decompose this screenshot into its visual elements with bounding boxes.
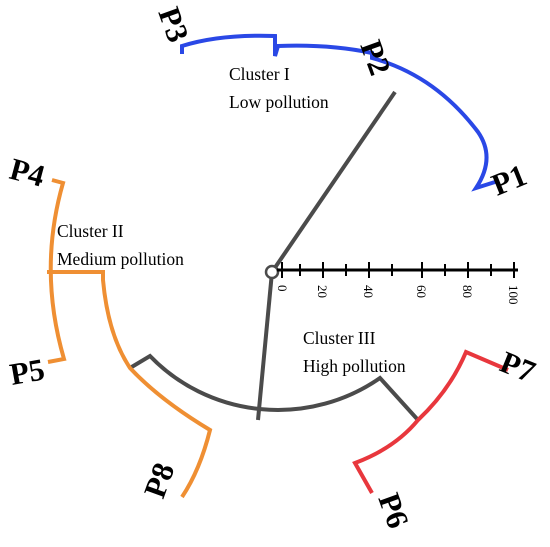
axis-tick-label: 40 — [361, 285, 376, 298]
leaf-label-p5: P5 — [7, 351, 47, 391]
leaf-label-p7: P7 — [495, 344, 540, 389]
root-node — [264, 264, 280, 280]
cluster-1-title: Cluster I — [229, 64, 290, 84]
cluster-2-title: Cluster II — [57, 221, 124, 241]
lower-node-arc — [128, 353, 420, 422]
cluster-1-branches — [180, 33, 496, 192]
leaf-label-p1: P1 — [487, 157, 532, 202]
axis-tick-label: 80 — [460, 285, 475, 298]
cluster-3-branches — [352, 349, 509, 494]
cluster-3-arc — [352, 349, 509, 494]
cluster-3-title: Cluster III — [303, 328, 376, 348]
axis-tick-label: 0 — [275, 285, 290, 292]
axis-tick-label: 20 — [315, 285, 330, 298]
cluster-annotations: Cluster I Low pollution Cluster II Mediu… — [57, 64, 406, 376]
axis-tick-label: 100 — [506, 285, 521, 305]
distance-scale-axis: 0 20 40 60 80 100 — [275, 262, 521, 305]
trunk-to-cluster-1 — [270, 90, 397, 274]
cluster-3-description: High pollution — [303, 356, 406, 376]
trunk-to-lower-node — [256, 271, 274, 421]
cluster-1-arc — [180, 33, 496, 192]
axis-tick-label: 60 — [414, 285, 429, 298]
leaf-label-p2: P2 — [353, 35, 398, 79]
cluster-2-branches — [47, 178, 213, 499]
leaf-label-p4: P4 — [6, 151, 48, 194]
leaf-label-p3: P3 — [151, 2, 196, 46]
cluster-2-description: Medium pollution — [57, 249, 184, 269]
cluster-2-arc — [47, 178, 213, 499]
cluster-1-description: Low pollution — [229, 92, 329, 112]
leaf-label-p6: P6 — [371, 488, 416, 532]
leaf-label-p8: P8 — [137, 458, 182, 502]
dendrogram-trunk — [128, 90, 420, 422]
